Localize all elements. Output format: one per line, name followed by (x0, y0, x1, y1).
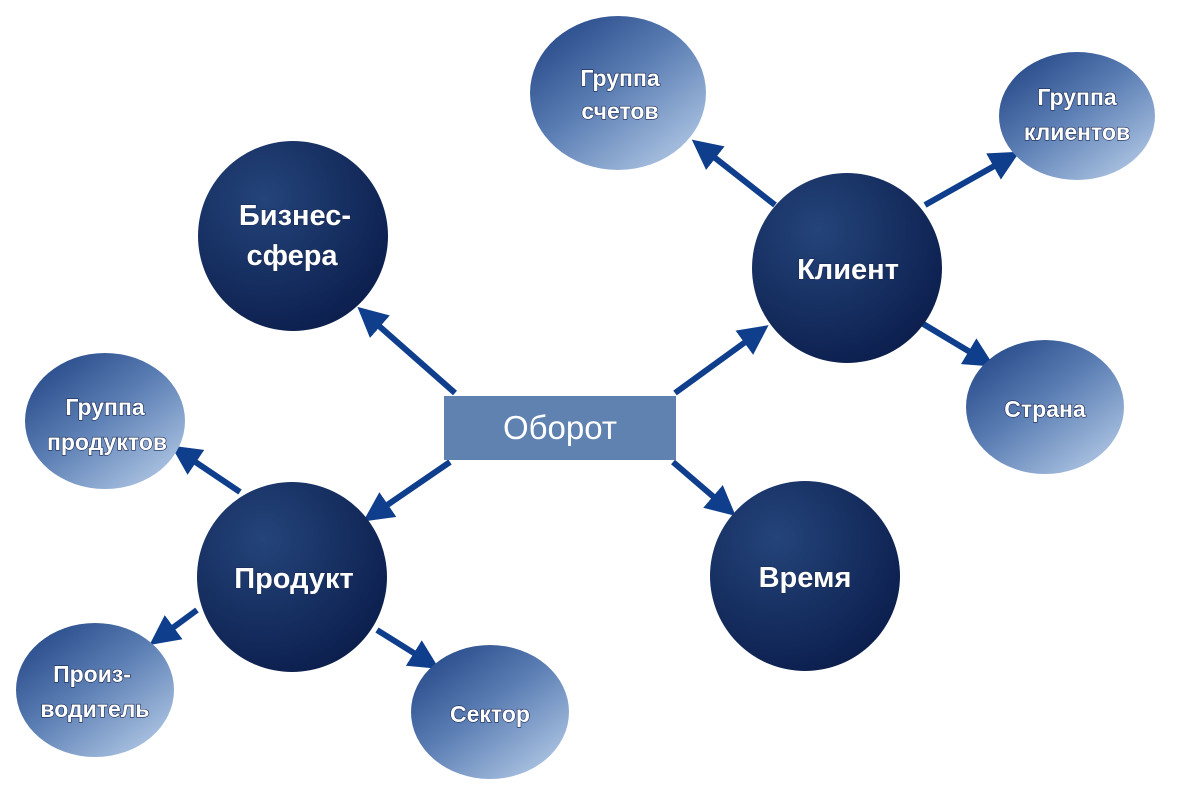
node-client-group: Группа клиентов (999, 52, 1155, 180)
arrow-product-to-sector (375, 627, 440, 669)
node-label: Продукт (234, 563, 354, 595)
node-label-line1: Бизнес- (239, 200, 351, 232)
arrow-center-to-time (671, 459, 736, 516)
center-label: Оборот (503, 409, 617, 446)
node-client: Клиент (752, 173, 942, 363)
node-label: Сектор (450, 701, 530, 727)
arrow-client-to-client-group (923, 151, 1020, 208)
node-label-line2: счетов (581, 98, 658, 124)
node-ellipse (411, 645, 569, 779)
node-label-line1: Группа (1037, 84, 1116, 110)
node-sector: Сектор (411, 645, 569, 779)
center-node: Оборот (444, 396, 676, 460)
node-circle (710, 481, 900, 671)
arrow-client-to-account-group (691, 139, 777, 208)
node-label: Клиент (797, 254, 899, 286)
node-product-group: Группа продуктов (25, 353, 185, 489)
node-label-line1: Произ- (53, 661, 131, 687)
node-manufacturer: Произ- водитель (16, 623, 174, 757)
node-ellipse (999, 52, 1155, 180)
node-label-line2: продуктов (47, 429, 167, 455)
node-ellipse (16, 623, 174, 757)
arrow-center-to-business-sphere (357, 306, 457, 396)
arrow-product-to-manufacturer (149, 607, 199, 645)
arrow-client-to-country (918, 319, 995, 367)
node-circle (198, 141, 388, 331)
node-ellipse (966, 340, 1124, 474)
node-product: Продукт (197, 482, 387, 672)
node-circle (752, 173, 942, 363)
node-country: Страна (966, 340, 1124, 474)
node-label: Страна (1004, 396, 1086, 422)
node-ellipse (25, 353, 185, 489)
arrow-product-to-product-group (171, 445, 242, 495)
node-circle (197, 482, 387, 672)
node-label: Время (759, 562, 852, 594)
node-label-line2: сфера (246, 240, 338, 272)
node-business-sphere: Бизнес- сфера (198, 141, 388, 331)
arrow-center-to-product (363, 459, 452, 522)
node-ellipse (530, 16, 706, 170)
node-label-line1: Группа (65, 394, 144, 420)
node-label-line1: Группа (580, 65, 659, 91)
arrows (149, 139, 1020, 669)
node-time: Время (710, 481, 900, 671)
arrow-center-to-client (673, 325, 769, 396)
node-label-line2: клиентов (1024, 119, 1130, 145)
node-account-group: Группа счетов (530, 16, 706, 170)
node-label-line2: водитель (40, 696, 149, 722)
center-box (444, 396, 676, 460)
